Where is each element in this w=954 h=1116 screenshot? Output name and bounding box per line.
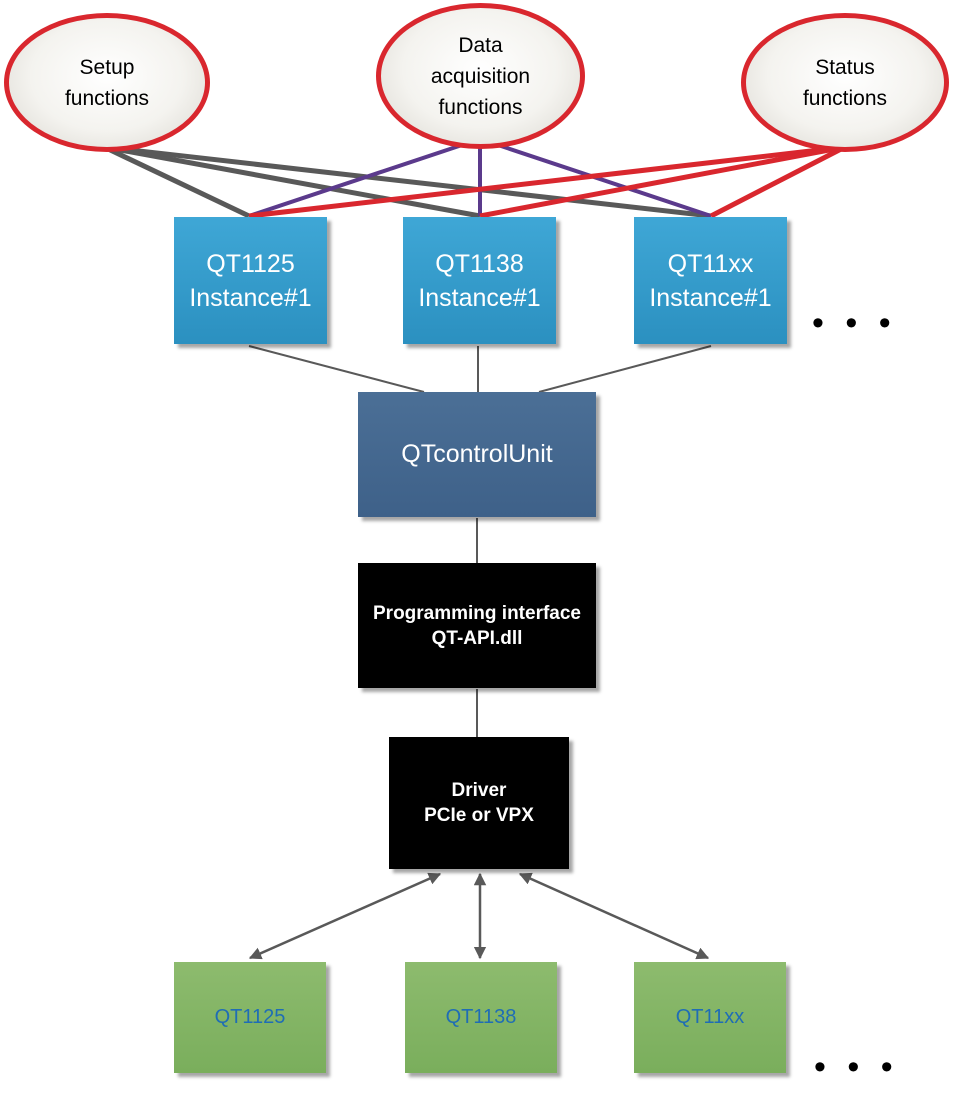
driver-box: Driver PCIe or VPX xyxy=(389,737,569,869)
data-to-qt1125-link xyxy=(248,137,481,218)
status-to-qt1125-link xyxy=(248,144,846,219)
driver-qt1125-arrow xyxy=(248,872,442,960)
qt1138-instance-label: QT1138 Instance#1 xyxy=(418,249,541,312)
data-links xyxy=(248,137,712,218)
instance-control-links xyxy=(248,345,712,393)
status-to-qt1138-link xyxy=(479,144,846,219)
data-acquisition-functions-label: Data acquisition functions xyxy=(430,33,531,119)
status-functions-label: Status functions xyxy=(802,55,888,110)
setup-functions-ellipse: Setup functions xyxy=(4,13,210,152)
driver-label: Driver PCIe or VPX xyxy=(424,780,534,826)
qt-control-unit-label: QTcontrolUnit xyxy=(401,440,553,468)
status-links xyxy=(248,144,847,219)
driver-qt11xx-arrow xyxy=(518,872,710,960)
programming-interface-box: Programming interface QT-API.dll xyxy=(358,563,596,688)
status-functions-ellipse: Status functions xyxy=(741,13,949,152)
setup-links xyxy=(102,144,712,219)
setup-to-qt11xx-link xyxy=(103,144,712,219)
qt1138-device-label: QT1138 xyxy=(445,1006,517,1028)
setup-functions-label: Setup functions xyxy=(64,55,150,110)
qt11xx-device-label: QT11xx xyxy=(675,1006,745,1028)
data-acquisition-functions-ellipse: Data acquisition functions xyxy=(376,3,585,149)
programming-interface-label: Programming interface QT-API.dll xyxy=(373,602,581,649)
more-instances-ellipsis: • • • xyxy=(812,304,897,342)
status-to-qt11xx-link xyxy=(709,144,847,219)
qt11xx-instance-box: QT11xx Instance#1 xyxy=(634,217,787,344)
qt1138-instance-box: QT1138 Instance#1 xyxy=(403,217,556,344)
setup-to-qt1125-link xyxy=(102,144,251,219)
qt-control-unit-box: QTcontrolUnit xyxy=(358,392,596,517)
qt1125-instance-to-control-link xyxy=(248,345,425,393)
qt11xx-instance-to-control-link xyxy=(538,345,712,393)
driver-device-links xyxy=(248,872,710,960)
more-devices-ellipsis: • • • xyxy=(814,1048,899,1086)
qt11xx-device-box: QT11xx xyxy=(634,962,786,1073)
setup-to-qt1138-link xyxy=(103,144,481,219)
qt1125-instance-label: QT1125 Instance#1 xyxy=(189,249,312,312)
qt1125-device-label: QT1125 xyxy=(214,1006,286,1028)
qt1125-instance-box: QT1125 Instance#1 xyxy=(174,217,327,344)
qt11xx-instance-label: QT11xx Instance#1 xyxy=(649,249,772,312)
qt1125-device-box: QT1125 xyxy=(174,962,326,1073)
qt1138-device-box: QT1138 xyxy=(405,962,557,1073)
